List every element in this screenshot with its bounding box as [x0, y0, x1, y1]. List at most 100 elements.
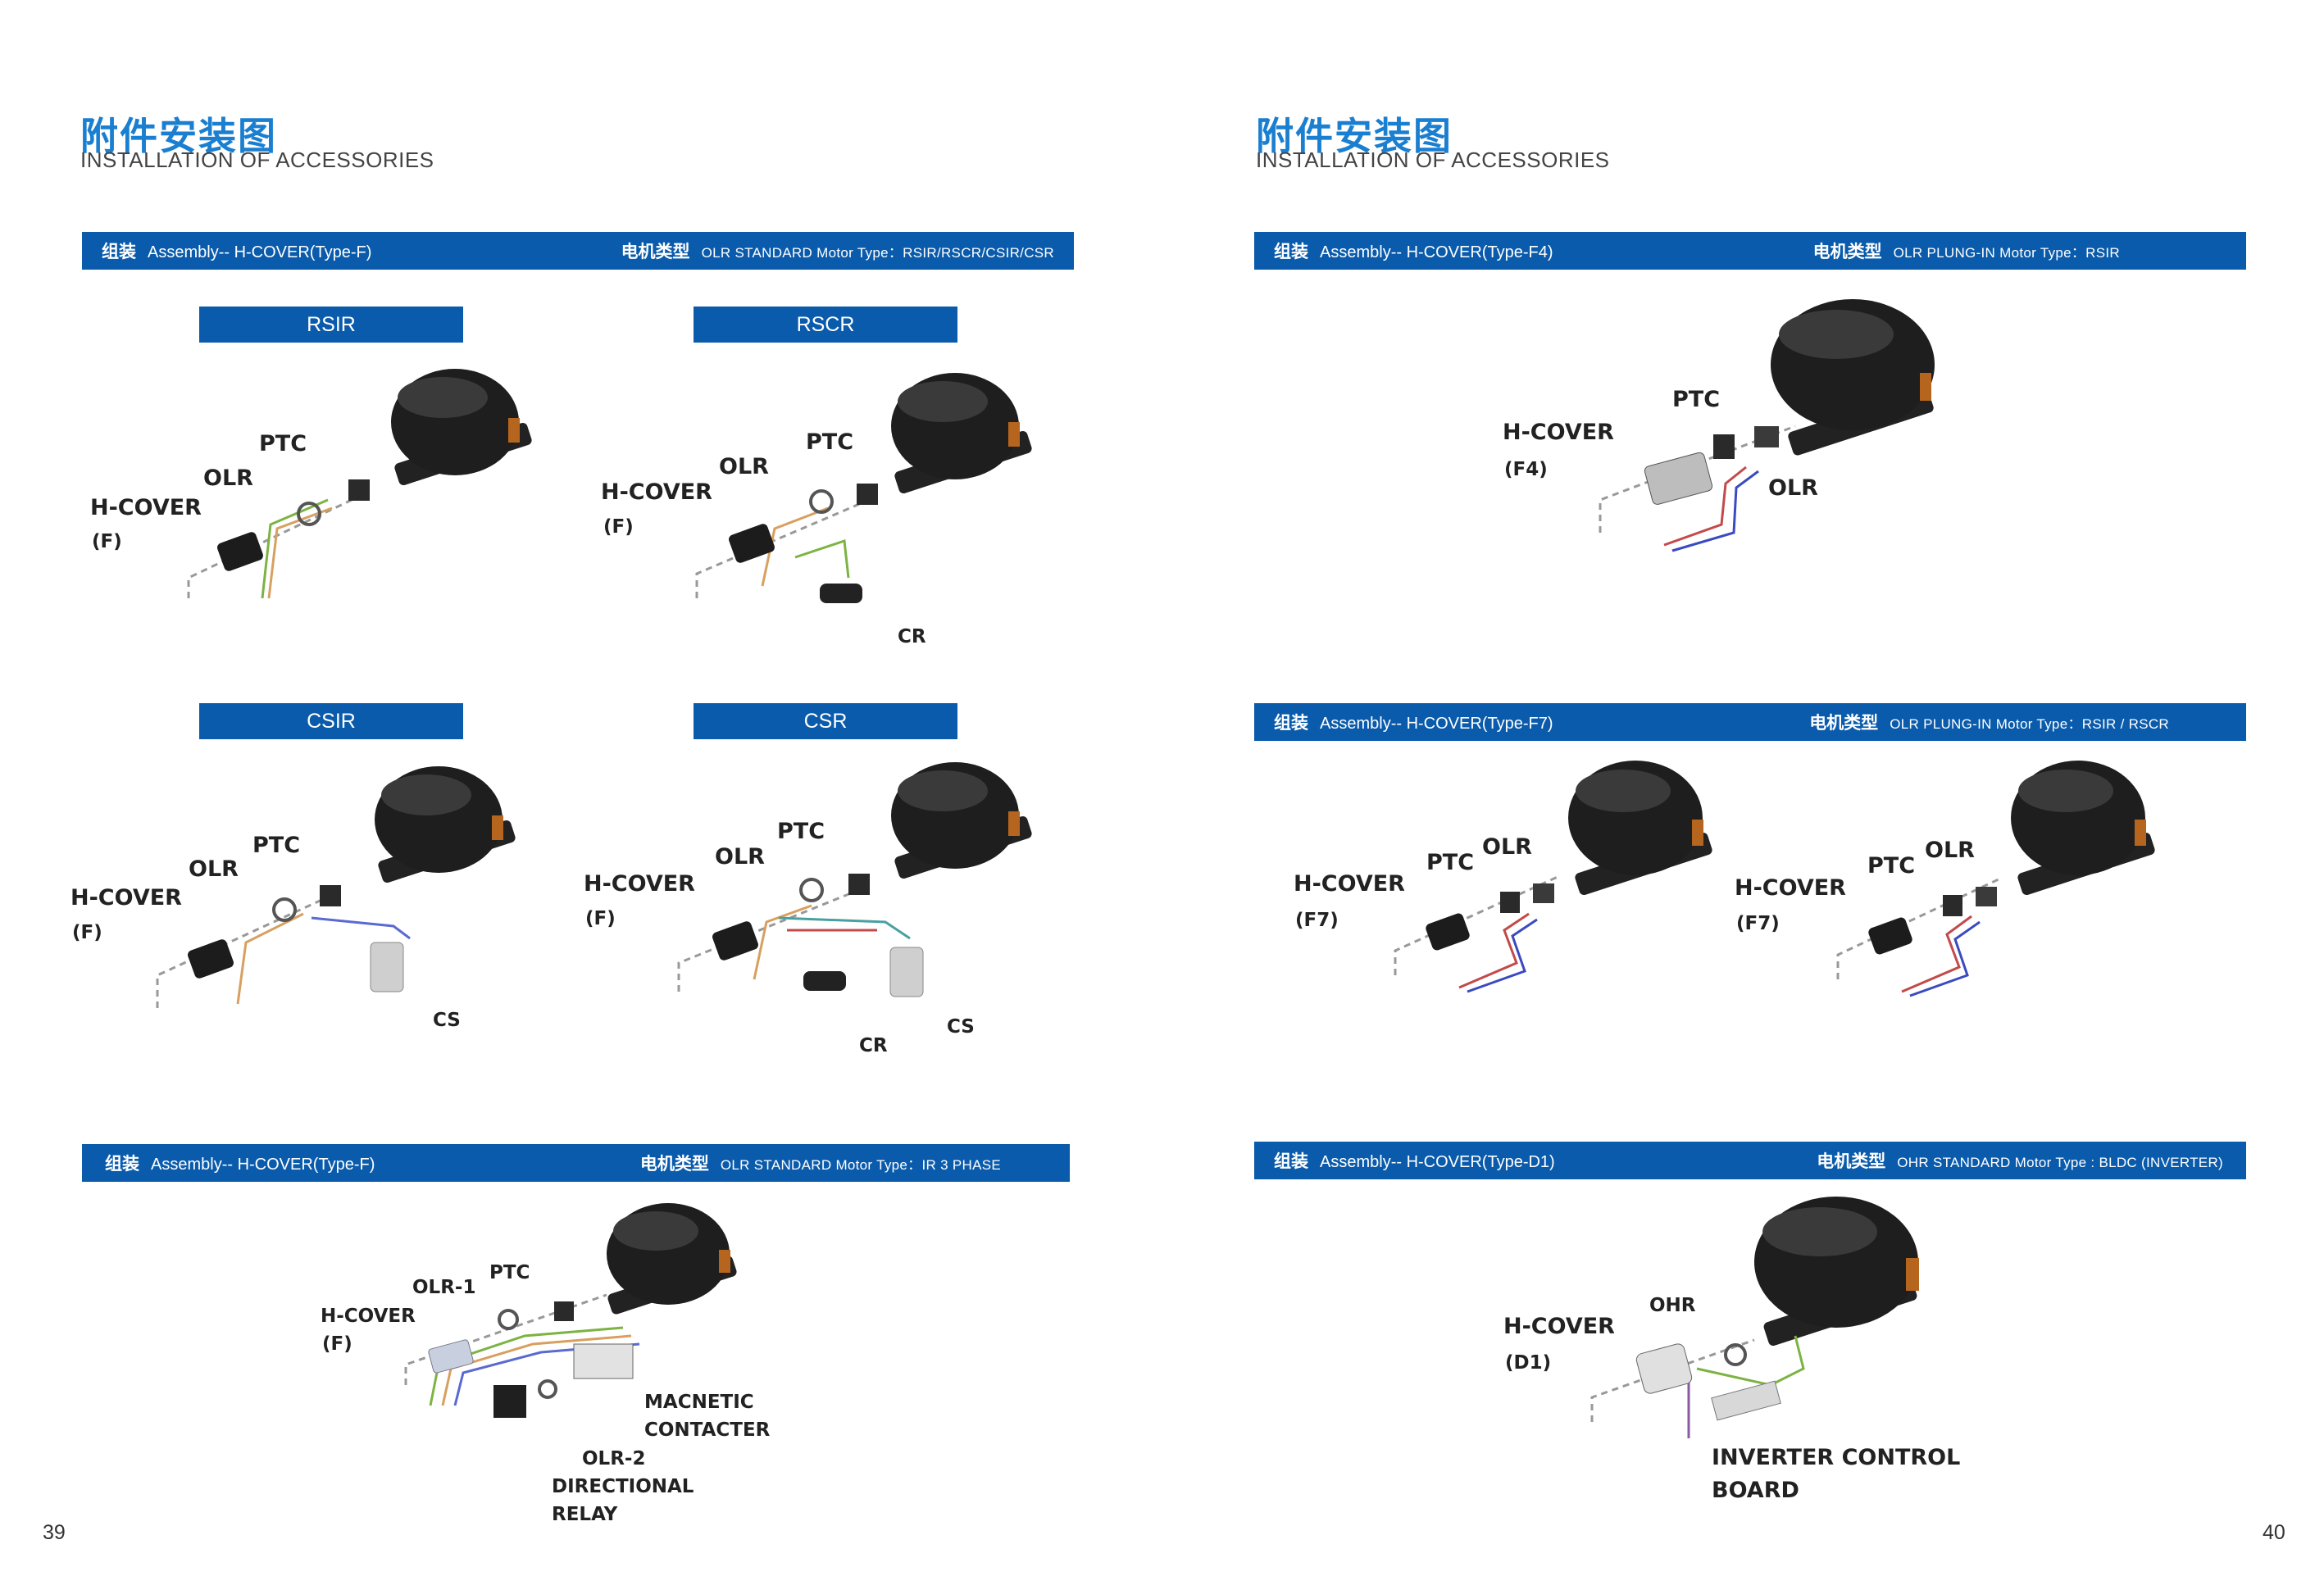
cr-part-icon: [820, 584, 862, 603]
orange-wire: [441, 1334, 632, 1406]
compressor-icon: [1771, 299, 1935, 456]
ir3-label-contacter: CONTACTER: [644, 1419, 771, 1441]
bar-zh-left: 组装: [1274, 713, 1308, 733]
bar-zh-left: 组装: [105, 1154, 139, 1174]
rsir-label-ptc: PTC: [259, 431, 307, 456]
orange-wire: [267, 506, 333, 599]
page-number-right: 40: [2263, 1521, 2285, 1544]
compressor-icon: [375, 766, 516, 883]
f7b-label-hcover: H-COVER: [1735, 875, 1846, 901]
d1-label-board: BOARD: [1712, 1478, 1799, 1503]
ptc-part-icon: [1500, 892, 1520, 913]
rsir-label-hcover: H-COVER: [90, 495, 202, 520]
h-cover-part-icon: [1644, 452, 1713, 505]
rscr-label-hcover: H-COVER: [601, 479, 712, 505]
f7b-label-olr: OLR: [1925, 838, 1975, 863]
bar-left-text: Assembly-- H-COVER(Type-F): [148, 243, 372, 261]
f7a-label-f7: (F7): [1295, 910, 1339, 931]
h-cover-part-icon: [1868, 917, 1912, 955]
csr-exploded-diagram: [677, 762, 1032, 997]
f7b-label-ptc: PTC: [1867, 853, 1916, 879]
blue-wire: [1467, 918, 1538, 993]
page-number-left: 39: [43, 1521, 66, 1544]
ir3-label-olr1: OLR-1: [412, 1277, 476, 1298]
left-assembly-bar-2: 组装 Assembly-- H-COVER(Type-F) 电机类型 OLR STA…: [82, 1144, 1070, 1182]
f7-exploded-diagram-1: [1394, 761, 1712, 993]
rsir-label-f: (F): [92, 531, 122, 552]
wire-dash-line: [404, 1293, 607, 1385]
bar-left-text: Assembly-- H-COVER(Type-F7): [1320, 715, 1553, 733]
ptc-part-icon: [554, 1301, 574, 1321]
wire-dash-line: [1590, 1338, 1755, 1422]
motor-type-rsir: RSIR: [199, 307, 463, 343]
d1-label-inverter: INVERTER CONTROL: [1712, 1445, 1961, 1470]
f4-exploded-diagram: [1599, 299, 1935, 552]
olr-part-icon: [272, 897, 297, 922]
ir3-exploded-diagram: [404, 1203, 737, 1418]
csir-exploded-diagram: [156, 766, 516, 1008]
ir3-label-magnetic: MACNETIC: [644, 1392, 754, 1413]
csr-label-cs: CS: [947, 1016, 975, 1038]
bar-left-text: Assembly-- H-COVER(Type-F): [151, 1156, 375, 1174]
red-wire: [1663, 466, 1747, 547]
f7b-label-f7: (F7): [1736, 913, 1780, 934]
bar-zh-right: 电机类型: [621, 242, 690, 261]
d1-label-hcover: H-COVER: [1503, 1314, 1615, 1339]
wire-dash-line: [695, 498, 870, 598]
ir3-label-olr2: OLR-2: [582, 1448, 646, 1469]
magnetic-contactor-icon: [573, 1343, 634, 1379]
wire-dash-line: [677, 888, 862, 992]
csr-label-cr: CR: [859, 1035, 888, 1056]
green-wire: [794, 538, 850, 579]
f7a-label-ptc: PTC: [1426, 850, 1475, 875]
bar-right-text: OHR STANDARD Motor Type : BLDC (INVERTER…: [1897, 1155, 2223, 1170]
directional-relay-icon: [493, 1385, 526, 1418]
rscr-label-olr: OLR: [719, 454, 769, 479]
h-cover-part-icon: [217, 532, 263, 571]
rsir-exploded-diagram: [187, 369, 532, 599]
ptc-part-icon: [857, 484, 878, 505]
f7a-label-olr: OLR: [1482, 834, 1532, 860]
rscr-label-f: (F): [603, 516, 634, 538]
bar-left-text: Assembly-- H-COVER(Type-D1): [1320, 1153, 1555, 1171]
f4-label-olr: OLR: [1768, 475, 1818, 501]
olr-part-icon: [297, 502, 321, 526]
cs-part-icon: [370, 942, 404, 992]
left-title-zh: 附件安装图: [80, 114, 277, 158]
bar-right-text: OLR PLUNG-IN Motor Type：RSIR / RSCR: [1890, 716, 2169, 732]
f4-label-f4: (F4): [1504, 459, 1548, 480]
blue-wire: [1909, 920, 1981, 997]
ptc-part-icon: [348, 479, 370, 501]
h-cover-part-icon: [188, 939, 234, 979]
csir-label-f: (F): [72, 922, 102, 943]
olr-part-icon: [1533, 883, 1554, 903]
bar-zh-left: 组装: [1274, 1151, 1308, 1171]
blue-wire: [1671, 470, 1759, 552]
compressor-icon: [891, 373, 1032, 494]
compressor-icon: [891, 762, 1032, 879]
ir3-label-directional: DIRECTIONAL: [552, 1476, 694, 1497]
motor-type-rscr: RSCR: [694, 307, 957, 343]
motor-type-csir: CSIR: [199, 703, 463, 739]
bar-zh-right: 电机类型: [639, 1154, 709, 1174]
h-cover-part-icon: [729, 524, 775, 563]
compressor-icon: [2011, 761, 2155, 896]
cr-part-icon: [803, 971, 846, 991]
ir3-label-ptc: PTC: [489, 1262, 530, 1283]
csir-label-ptc: PTC: [252, 833, 301, 858]
blue-wire: [311, 916, 411, 940]
h-cover-part-icon: [428, 1339, 474, 1374]
ptc-part-icon: [320, 885, 341, 906]
csr-label-hcover: H-COVER: [584, 871, 695, 897]
bar-right-text: OLR STANDARD Motor Type：IR 3 PHASE: [720, 1157, 1001, 1173]
bar-zh-left: 组装: [1274, 242, 1308, 261]
red-wire: [1458, 912, 1530, 989]
olr-part-icon: [799, 878, 824, 902]
bar-zh-left: 组装: [102, 242, 136, 261]
inverter-board-icon: [1711, 1380, 1781, 1421]
olr-1-part-icon: [498, 1309, 519, 1330]
d1-label-ohr: OHR: [1649, 1295, 1696, 1316]
